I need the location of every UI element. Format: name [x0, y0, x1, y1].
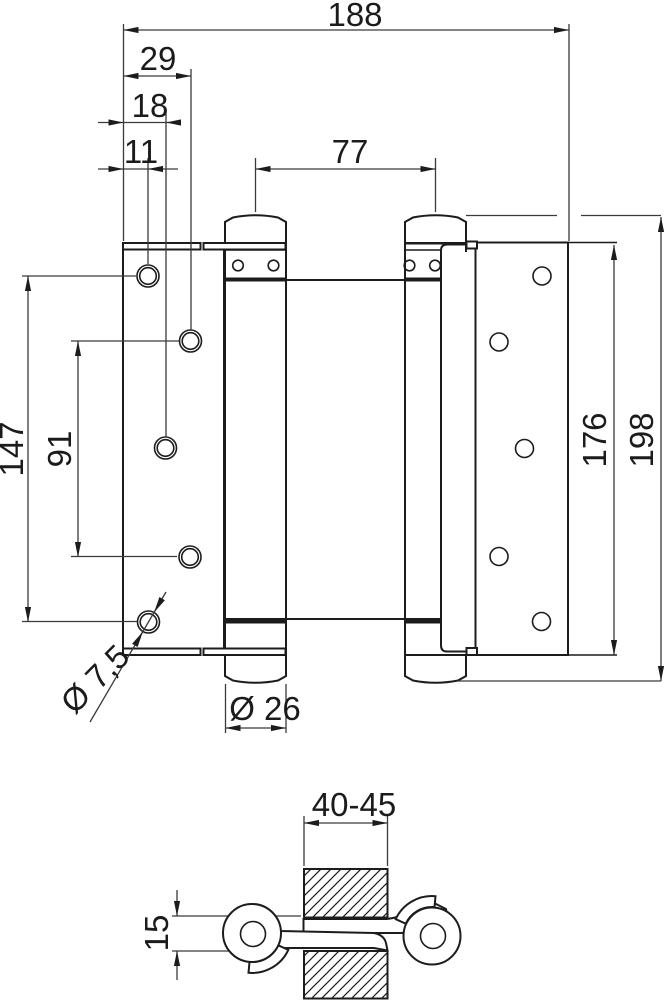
hinge-strap-lower: [245, 924, 389, 952]
left-barrel-band: [225, 618, 286, 624]
center-panel: [286, 279, 405, 620]
right-pin-hole-b: [428, 259, 442, 272]
dim-door-thickness: 40-45: [303, 786, 396, 866]
right-spring-barrel: [403, 214, 467, 684]
knuckle-right: [402, 906, 462, 966]
dim-overall-height: 198: [458, 214, 665, 682]
knuckle-left: [222, 903, 282, 963]
dim-door-thickness-label: 40-45: [312, 786, 396, 823]
dim-strap-thickness: 15: [138, 890, 181, 980]
dim-hole-col-inner-label: 11: [124, 133, 158, 170]
left-plate-top-fold: [122, 242, 202, 251]
right-barrel-top-cap: [404, 214, 467, 244]
dim-hole-col-mid: 18: [98, 87, 181, 438]
right-plate-screw-holes: [489, 266, 552, 632]
right-leaf-plate: [440, 240, 617, 656]
dim-spring-distance: 77: [254, 133, 437, 212]
dim-spring-distance-label: 77: [332, 133, 369, 170]
dim-barrel-diameter: Ø 26: [224, 684, 301, 733]
dim-hole-span-inner-label: 91: [41, 431, 78, 468]
dim-strap-thickness-label: 15: [138, 915, 175, 952]
dim-leaf-height-label: 176: [576, 412, 613, 467]
section-view: 40-45 15: [138, 786, 462, 1000]
dim-hole-col-outer-label: 29: [140, 40, 177, 77]
dim-barrel-diameter-label: Ø 26: [229, 690, 301, 727]
door-section-lower: [303, 950, 389, 1000]
dim-overall-height-label: 198: [623, 412, 660, 467]
dim-hole-span-inner: 91: [41, 340, 179, 558]
knuckle-right-pin-hole: [419, 922, 447, 950]
dim-hole-span-outer-label: 147: [0, 421, 30, 476]
left-pin-hole-b: [267, 259, 280, 272]
right-barrel-band: [405, 618, 440, 624]
left-leaf-plate: [122, 242, 287, 656]
left-plate-bottom-fold: [122, 647, 202, 656]
left-barrel-bottom-cap: [224, 654, 287, 684]
dim-overall-width: 188: [122, 0, 570, 241]
right-plate-wrap-edge: [440, 243, 476, 653]
right-pin-hole-a: [403, 259, 416, 272]
dim-leaf-height: 176: [576, 245, 618, 655]
knuckle-left-pin-hole: [239, 920, 267, 948]
left-plate-screw-holes: [136, 264, 203, 634]
dim-hole-col-outer: 29: [123, 40, 192, 330]
left-barrel-top-cap: [224, 214, 287, 244]
dim-hole-col-inner: 11: [98, 133, 178, 264]
dim-hole-col-mid-label: 18: [132, 87, 169, 124]
door-section-upper: [303, 868, 389, 919]
right-plate-face: [474, 241, 569, 656]
dim-hole-span-outer: 147: [0, 275, 137, 623]
dim-overall-width-label: 188: [327, 0, 382, 33]
left-spring-barrel: [224, 214, 287, 684]
left-pin-hole-a: [231, 259, 245, 272]
right-barrel-bottom-cap: [404, 654, 467, 684]
